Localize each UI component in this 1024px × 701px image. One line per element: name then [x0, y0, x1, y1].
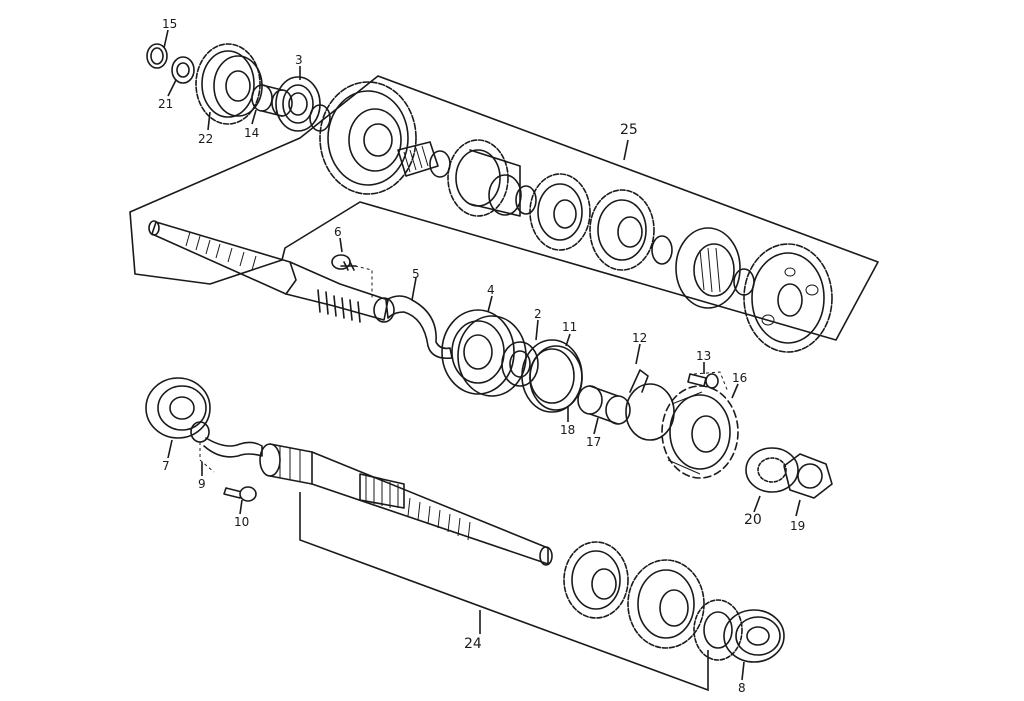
gear-part [195, 43, 263, 125]
washer-part [429, 150, 451, 178]
callout-label: 25 [620, 122, 638, 138]
callout-label: 6 [334, 225, 342, 239]
callout-label: 7 [162, 459, 170, 473]
gear-large-part [319, 81, 417, 195]
callout-label: 4 [487, 283, 495, 297]
callout-label: 15 [162, 17, 177, 31]
circlip-part [146, 43, 168, 69]
gear-part [627, 559, 705, 649]
washer-part [171, 56, 195, 84]
callout-label: 16 [732, 371, 747, 385]
oil-seal-part [521, 339, 583, 413]
callout-label: 13 [696, 349, 711, 363]
callout-label: 9 [198, 477, 206, 491]
callout-labels: 15 21 22 14 3 25 6 5 4 2 11 12 13 16 18 … [158, 17, 805, 695]
gear-part [563, 541, 629, 619]
washer-part [651, 235, 673, 265]
leader-lines [163, 29, 801, 681]
callout-label: 20 [744, 512, 762, 528]
needle-bearing-part [397, 141, 439, 177]
bearing-part [275, 76, 331, 132]
callout-label: 10 [234, 515, 249, 529]
callout-label: 22 [198, 132, 213, 146]
callout-label: 17 [586, 435, 601, 449]
gear-part [589, 189, 655, 271]
bearing-part [723, 609, 785, 663]
gear-large-part [743, 243, 833, 353]
collar-part [577, 385, 631, 425]
plate-part [625, 369, 675, 441]
callout-label: 8 [738, 681, 746, 695]
gear-part [693, 599, 743, 661]
gear-part [529, 173, 591, 251]
sprocket-part [661, 385, 739, 479]
callout-label: 24 [464, 636, 482, 652]
assembly-24-bracket [299, 492, 709, 692]
washer-part [501, 341, 539, 387]
nut-part [783, 453, 833, 499]
screw-part [223, 486, 257, 502]
callout-label: 21 [158, 97, 173, 111]
callout-label: 18 [560, 423, 575, 437]
countershaft-part [259, 443, 553, 566]
callout-label: 5 [412, 267, 420, 281]
callout-label: 3 [295, 53, 303, 67]
washer-part [515, 185, 537, 215]
lock-washer-part [745, 447, 799, 493]
gear-hub-part [675, 227, 755, 309]
callout-label: 11 [562, 320, 577, 334]
screw-part [331, 254, 357, 271]
bearing-part [145, 377, 211, 439]
gear-part [447, 139, 522, 217]
callout-label: 14 [244, 126, 259, 140]
bearing-part [441, 309, 527, 397]
callout-label: 12 [632, 331, 647, 345]
callout-label: 19 [790, 519, 805, 533]
callout-label: 2 [534, 307, 542, 321]
main-shaft-part [148, 220, 395, 323]
